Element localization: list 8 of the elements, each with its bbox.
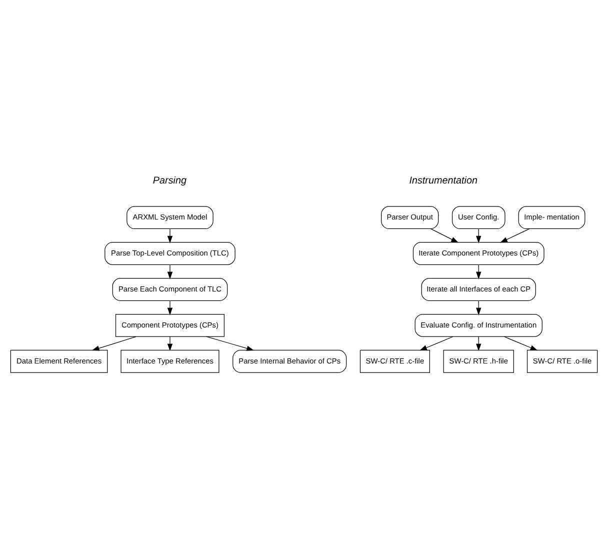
arrow <box>167 264 173 279</box>
arrow <box>430 228 459 242</box>
arrow <box>500 228 530 242</box>
arrow <box>167 300 173 315</box>
arrow <box>167 228 173 243</box>
arrow <box>167 336 173 351</box>
label: Instrumentation <box>409 174 478 186</box>
label: Parsing <box>152 174 187 186</box>
